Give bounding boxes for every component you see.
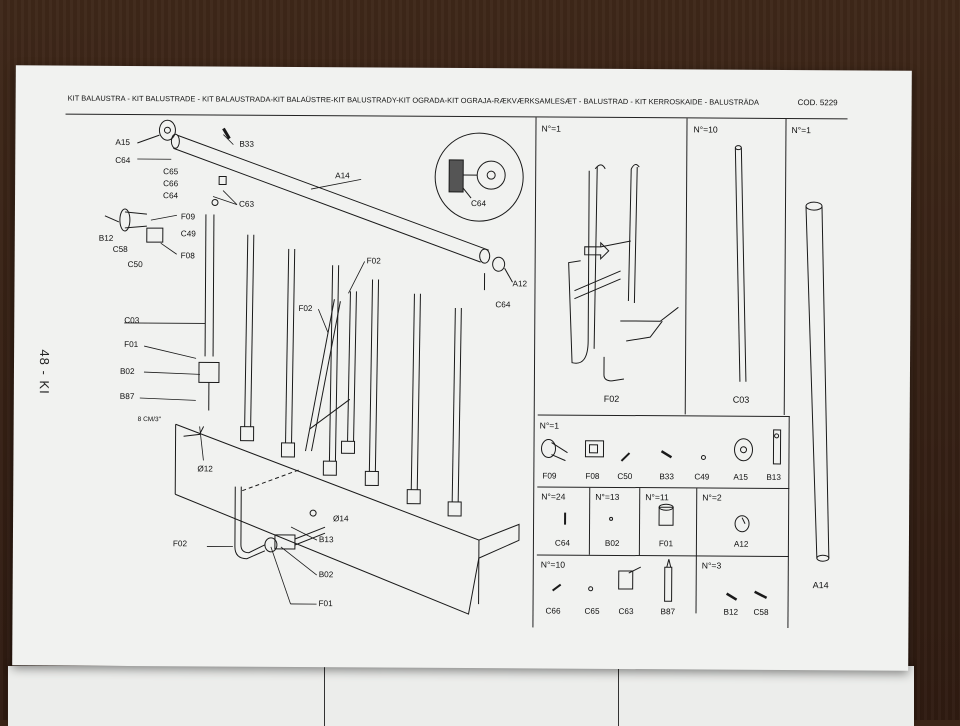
detail-circle (435, 133, 524, 222)
frame-f02-assembly (305, 265, 356, 475)
parts-row2-icons (565, 504, 749, 532)
a14-panel-drawing (804, 202, 831, 561)
c03-panel-drawing (734, 146, 747, 382)
parts-row1-icons (541, 428, 780, 463)
leaders (123, 134, 366, 604)
end-cap-a12 (484, 257, 512, 290)
guide-dashed (242, 469, 301, 491)
parts-row3-icons (553, 559, 767, 602)
stair-slab (175, 424, 520, 614)
frame-f02-bottom (235, 487, 325, 560)
bracket-assembly (105, 128, 230, 243)
end-cap-a15 (137, 120, 175, 143)
f02-panel-drawing (568, 164, 679, 381)
